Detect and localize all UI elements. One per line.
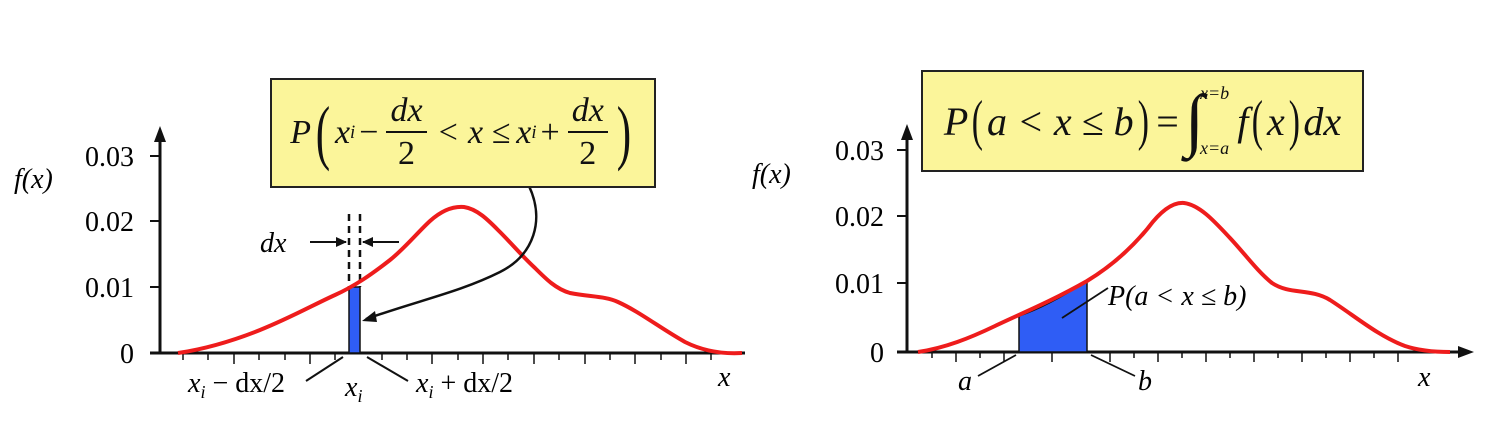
box-left-minus: − — [359, 114, 379, 151]
left-y-ticks — [150, 155, 160, 354]
box-right-limits: x=b x=a — [1200, 83, 1229, 159]
left-y-label: f(x) — [14, 164, 53, 195]
right-x-ticks — [931, 352, 1399, 362]
box-right-P: P — [943, 98, 969, 144]
left-xi-label: xi — [344, 372, 362, 406]
box-right-equals: = — [1156, 98, 1179, 144]
left-density-curve — [177, 204, 743, 356]
left-ytick-003: 0.03 — [85, 142, 134, 173]
right-a-label: a — [958, 366, 972, 397]
right-area-leader — [1061, 287, 1109, 319]
right-ytick-003: 0.03 — [835, 136, 884, 167]
box-right-f-open-paren: ( — [1252, 89, 1264, 152]
box-left-plus: + — [540, 114, 560, 151]
right-x-label: x — [1417, 362, 1431, 393]
left-xi-plus-label: xi + dx/2 — [415, 368, 513, 402]
integral-sign-icon: ∫ — [1184, 82, 1205, 159]
left-dx-arrowhead-left — [336, 237, 347, 247]
right-x-arrowhead — [1458, 346, 1474, 358]
left-ytick-002: 0.02 — [85, 207, 134, 238]
left-dx-label: dx — [260, 228, 287, 259]
right-y-ticks — [897, 149, 907, 353]
box-left-mid: < x ≤ — [436, 114, 511, 151]
box-right-fx: x — [1266, 98, 1285, 144]
box-left-open-paren: ( — [315, 92, 331, 173]
box-left-frac2: dx 2 — [567, 93, 608, 173]
left-xi-plus-leader — [366, 356, 409, 382]
right-a-leader — [977, 354, 1017, 377]
right-b-leader — [1090, 354, 1136, 377]
left-ytick-0: 0 — [120, 339, 134, 370]
box-left-x1: x — [334, 114, 351, 151]
box-right-f: f — [1237, 98, 1249, 144]
right-area-label: P(a < x ≤ b) — [1107, 281, 1246, 312]
box-left-frac2-num: dx — [567, 93, 608, 134]
left-y-arrowhead — [154, 126, 166, 142]
box-right-upper-limit: x=b — [1200, 83, 1230, 103]
right-panel: 0.03 0.02 0.01 0 f(x) x P(a < x ≤ b) a b — [752, 124, 1474, 397]
box-left-P: P — [290, 114, 311, 151]
box-left-sub2: i — [531, 122, 537, 143]
box-right-lower-limit: x=a — [1200, 138, 1230, 158]
left-dx-arrowhead-right — [362, 237, 373, 247]
box-left-x2: x — [516, 114, 532, 151]
box-left-sub1: i — [350, 122, 356, 143]
left-xi-minus-leader — [305, 356, 344, 382]
left-probability-strip — [348, 286, 361, 354]
box-left-frac1: dx 2 — [386, 93, 427, 173]
box-right-integral: ∫ x=b x=a — [1185, 83, 1229, 159]
left-box-leader-arrowhead — [362, 311, 377, 322]
box-right-args: a < x ≤ b — [986, 98, 1134, 144]
box-left-frac2-den: 2 — [579, 135, 597, 173]
left-ytick-001: 0.01 — [85, 273, 134, 304]
right-density-curve — [917, 200, 1451, 354]
box-right-open-paren: ( — [972, 89, 984, 152]
right-y-label: f(x) — [752, 159, 791, 190]
box-left-close-paren: ) — [616, 92, 631, 173]
right-probability-integral-box: P ( a < x ≤ b ) = ∫ x=b x=a f ( x ) dx — [921, 70, 1364, 172]
box-left-frac1-den: 2 — [397, 135, 415, 173]
right-b-label: b — [1138, 366, 1152, 397]
box-right-close-paren: ) — [1137, 89, 1149, 152]
box-right-f-close-paren: ) — [1288, 89, 1300, 152]
right-y-arrowhead — [901, 124, 913, 140]
right-ytick-0: 0 — [870, 338, 884, 369]
left-xi-minus-label: xi − dx/2 — [187, 368, 285, 402]
left-panel: 0.03 0.02 0.01 0 f(x) x dx xi − dx/2 xi — [14, 126, 745, 406]
box-right-dx: dx — [1303, 98, 1342, 144]
left-x-label: x — [717, 362, 731, 393]
right-probability-area — [1018, 279, 1088, 353]
left-box-leader — [365, 185, 538, 321]
right-ytick-002: 0.02 — [835, 202, 884, 233]
left-x-ticks — [182, 353, 712, 364]
right-ytick-001: 0.01 — [835, 269, 884, 300]
box-left-frac1-num: dx — [386, 93, 427, 134]
